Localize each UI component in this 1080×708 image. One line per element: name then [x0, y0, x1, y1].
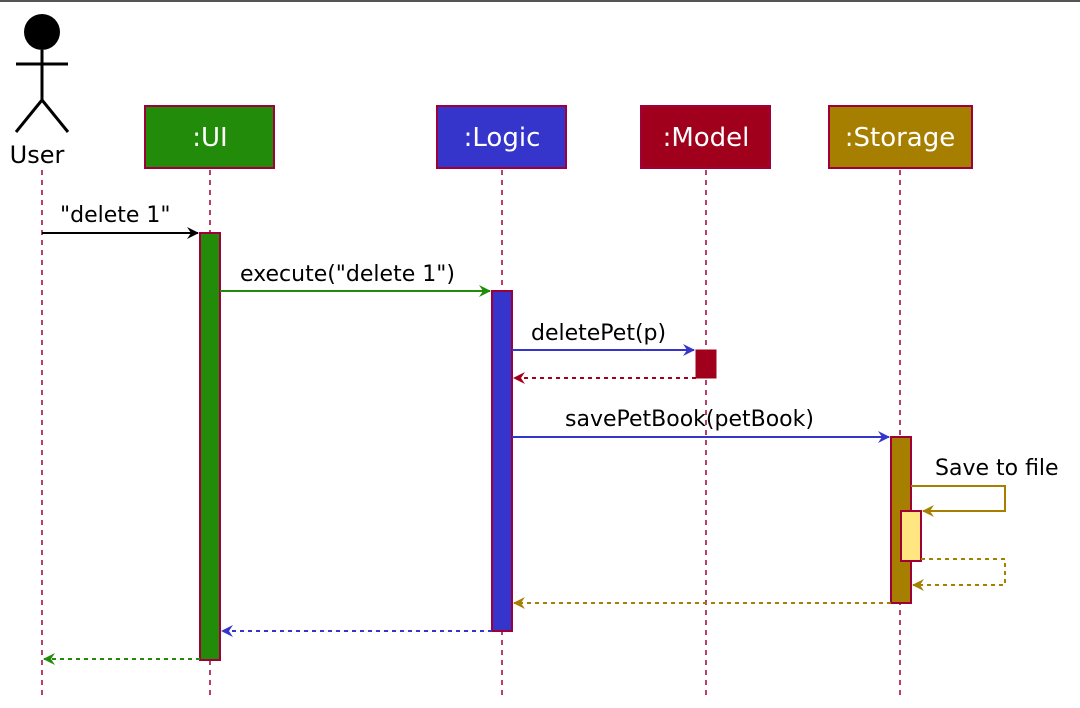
participant-logic-box: [436, 105, 567, 169]
activation-logic: [491, 290, 513, 632]
participant-ui-box: [144, 105, 275, 169]
actor-head-icon: [24, 14, 60, 50]
msg-savetofile-return: [912, 558, 1006, 591]
msg-savetofile-arrow: [911, 485, 1006, 517]
user-actor: [14, 14, 70, 133]
participant-logic-label: :Logic: [464, 123, 541, 153]
participant-ui-label: :UI: [192, 123, 227, 153]
participant-model-box: [640, 105, 771, 169]
participant-storage-box: [828, 105, 973, 169]
actor-label: User: [10, 141, 65, 169]
msg-delete-label: "delete 1": [60, 203, 171, 228]
msg-execute-label: execute("delete 1"): [240, 262, 455, 287]
activation-ui: [199, 232, 221, 661]
msg-deletepet-label: deletePet(p): [531, 321, 666, 346]
activation-model: [695, 349, 717, 379]
msg-savepetbook-label: savePetBook(petBook): [565, 407, 814, 432]
participant-model-label: :Model: [663, 123, 750, 153]
participant-storage-label: :Storage: [845, 123, 956, 153]
msg-savetofile-label: Save to file: [935, 456, 1059, 481]
activation-storage-inner: [900, 510, 922, 562]
